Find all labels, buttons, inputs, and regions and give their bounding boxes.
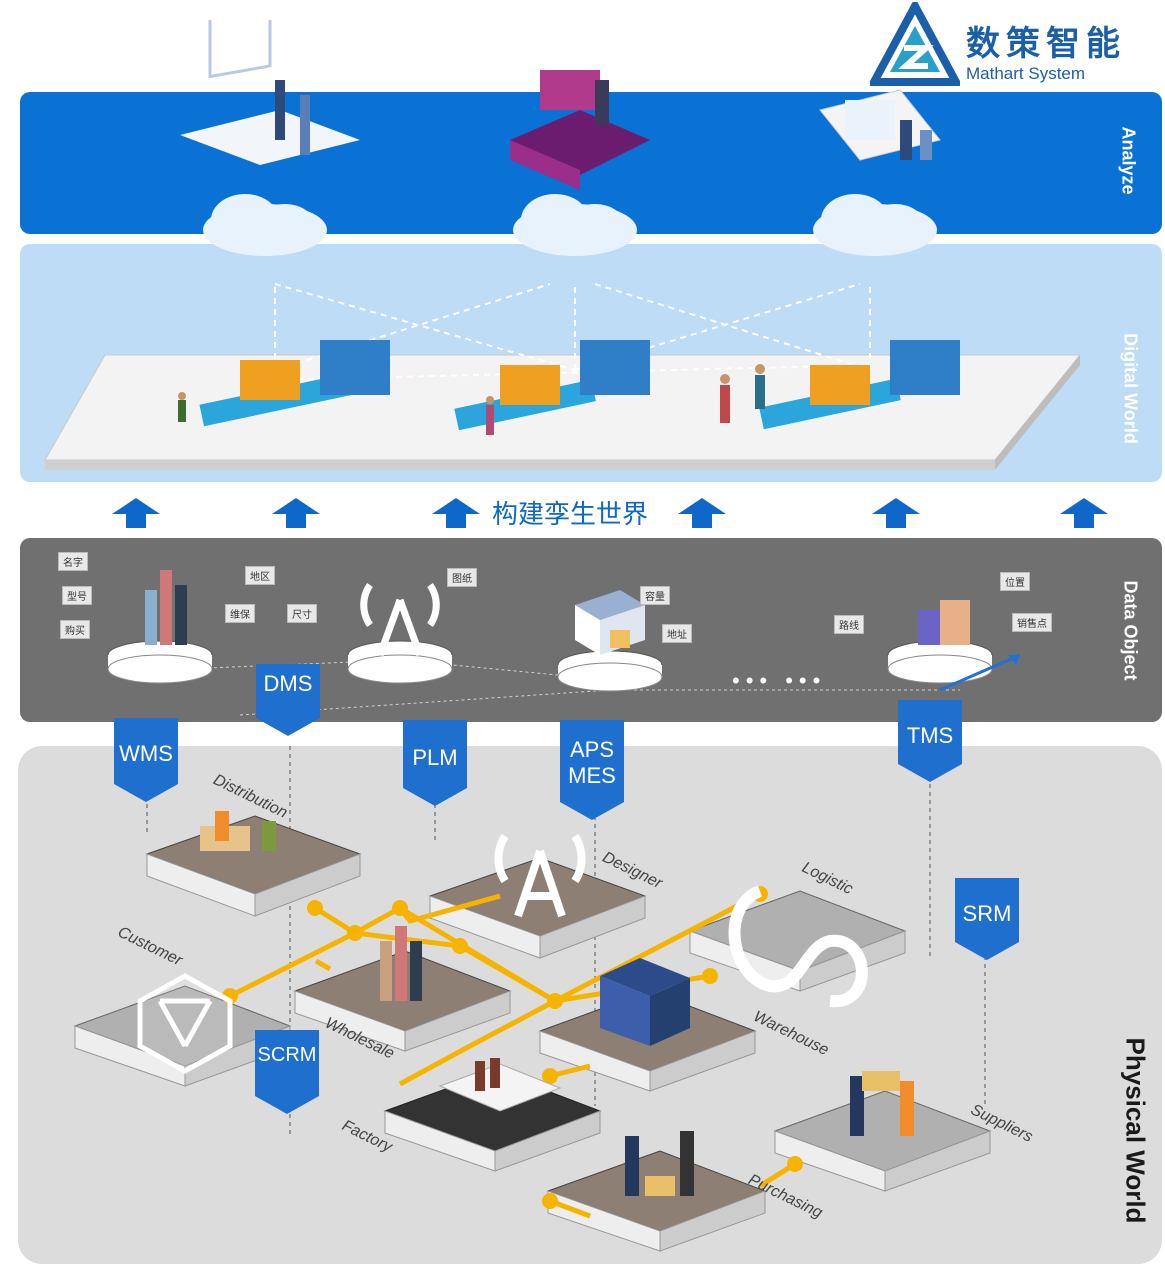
logo-mark-icon [870, 2, 960, 86]
scrm-label: SCRM [257, 1044, 317, 1066]
digital-twin-platform [44, 283, 1082, 470]
field-region: 地区 [245, 566, 275, 585]
purchasing-tile [546, 1150, 767, 1252]
suppliers-tile [773, 1090, 992, 1192]
purchasing-people-icon [625, 1131, 694, 1196]
warehouse-icon [575, 590, 645, 655]
machine-line-icon [199, 340, 390, 427]
tms-label: TMS [906, 723, 954, 748]
field-model: 型号 [62, 586, 92, 605]
srm-tag: SRM [955, 878, 1019, 960]
aps-mes-tag: APS MES [560, 720, 624, 820]
field-name: 名字 [58, 552, 88, 571]
route-arrow-icon [939, 653, 1021, 692]
field-location: 位置 [1000, 572, 1030, 591]
plm-label: PLM [412, 745, 458, 770]
up-arrow-icon [432, 498, 480, 528]
field-drawing: 图纸 [447, 568, 477, 587]
up-arrow-icon [272, 498, 320, 528]
workers-icon [200, 811, 276, 851]
cloud-icon [513, 194, 637, 256]
kiosk-icon [600, 958, 690, 1046]
cloud-row [203, 194, 937, 256]
factory-model-icon [438, 1058, 562, 1112]
mes-label: MES [568, 763, 616, 789]
people-group-icon [145, 570, 187, 645]
cloud-icon [813, 194, 937, 256]
dashboard-board-icon [180, 20, 360, 165]
antenna-icon [360, 583, 440, 657]
plm-tag: PLM [403, 720, 467, 806]
field-maintenance: 维保 [225, 604, 255, 623]
ellipsis-more: ••• ••• [732, 668, 827, 693]
delivery-people-icon [850, 1071, 914, 1136]
infinity-logistics-icon [728, 885, 868, 1008]
person-icon [178, 392, 186, 422]
field-purchase: 购买 [60, 620, 90, 639]
person-icon [755, 364, 765, 409]
person-icon [486, 396, 494, 435]
up-arrow-icon [112, 498, 160, 528]
logo: 数策智能 Mathart System [870, 2, 1160, 90]
field-address: 地址 [662, 624, 692, 643]
data-object-graphics [107, 570, 1021, 716]
data-object-label: Data Object [1120, 580, 1141, 681]
machine-line-icon [759, 340, 960, 430]
aps-label: APS [569, 737, 615, 762]
dms-label: DMS [263, 671, 313, 696]
pedestal-disc [887, 640, 993, 684]
wms-tag: WMS [114, 718, 178, 802]
people-group-icon [380, 926, 422, 1001]
field-size: 尺寸 [287, 604, 317, 623]
scrm-tag: SCRM [255, 1030, 319, 1114]
analyze-illustrations [180, 20, 941, 190]
field-capacity: 容量 [640, 586, 670, 605]
digital-label: Digital World [1120, 333, 1141, 444]
build-twin-text: 构建孪生世界 [492, 500, 649, 530]
tms-tag: TMS [898, 700, 962, 782]
pedestal-disc [557, 650, 663, 692]
logo-text-cn: 数策智能 [966, 24, 1126, 64]
cloud-icon [203, 194, 327, 256]
field-route: 路线 [834, 615, 864, 634]
truck-icon [918, 600, 970, 645]
dms-tag: DMS [256, 664, 320, 736]
wms-label: WMS [119, 741, 173, 766]
person-icon [720, 374, 730, 423]
laptop-analysis-icon [819, 89, 941, 161]
up-arrow-icon [872, 498, 920, 528]
factory-console-icon [510, 70, 650, 190]
distribution-tile [145, 815, 362, 917]
pedestal-disc [107, 640, 213, 684]
pedestal-disc [347, 640, 453, 684]
icosahedron-icon [137, 973, 233, 1074]
antenna-icon [494, 833, 586, 918]
field-sales-point: 销售点 [1012, 613, 1052, 632]
physical-network [73, 746, 992, 1252]
up-arrow-icon [678, 498, 726, 528]
up-arrow-icon [1060, 498, 1108, 528]
srm-label: SRM [962, 901, 1012, 926]
logo-text-en: Mathart System [966, 64, 1086, 83]
